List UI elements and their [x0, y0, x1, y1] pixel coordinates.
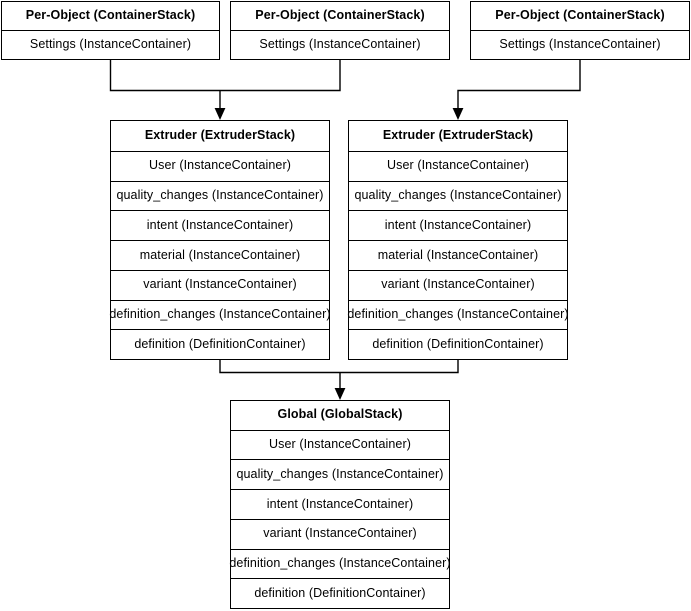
node-row-definition: definition (DefinitionContainer) — [231, 578, 449, 609]
node-row-settings: Settings (InstanceContainer) — [471, 30, 689, 59]
node-row-definition-changes: definition_changes (InstanceContainer) — [347, 299, 569, 330]
node-row-definition: definition (DefinitionContainer) — [111, 329, 329, 359]
node-global[interactable]: Global (GlobalStack) User (InstanceConta… — [229, 400, 451, 609]
node-row-variant: variant (InstanceContainer) — [349, 269, 567, 300]
node-row-variant: variant (InstanceContainer) — [111, 269, 329, 300]
node-row-user: User (InstanceContainer) — [349, 150, 567, 181]
node-per-object-2[interactable]: Per-Object (ContainerStack) Settings (In… — [230, 1, 450, 60]
arrowhead-global — [334, 388, 346, 400]
node-row-material: material (InstanceContainer) — [111, 240, 329, 270]
node-row-quality-changes: quality_changes (InstanceContainer) — [111, 180, 329, 211]
node-header: Per-Object (ContainerStack) — [471, 2, 689, 31]
node-row-definition-changes: definition_changes (InstanceContainer) — [109, 299, 331, 330]
node-header: Global (GlobalStack) — [231, 401, 449, 430]
edge-extruder-2-to-global — [340, 360, 459, 374]
node-row-settings: Settings (InstanceContainer) — [231, 30, 449, 59]
node-row-quality-changes: quality_changes (InstanceContainer) — [231, 459, 449, 490]
node-row-settings: Settings (InstanceContainer) — [2, 30, 219, 59]
node-extruder-2[interactable]: Extruder (ExtruderStack) User (InstanceC… — [347, 120, 569, 360]
node-extruder-1[interactable]: Extruder (ExtruderStack) User (InstanceC… — [109, 120, 331, 360]
node-row-variant: variant (InstanceContainer) — [231, 518, 449, 549]
node-row-definition-changes: definition_changes (InstanceContainer) — [229, 548, 451, 579]
node-header: Extruder (ExtruderStack) — [349, 121, 567, 151]
node-row-user: User (InstanceContainer) — [111, 150, 329, 181]
edge-per-object-2-to-extruder-1 — [220, 60, 341, 92]
arrowhead-extruder-2 — [452, 108, 464, 120]
node-header: Extruder (ExtruderStack) — [111, 121, 329, 151]
edge-extruder-1-to-global — [219, 360, 340, 374]
node-row-intent: intent (InstanceContainer) — [111, 210, 329, 240]
node-row-material: material (InstanceContainer) — [349, 240, 567, 270]
node-per-object-3[interactable]: Per-Object (ContainerStack) Settings (In… — [470, 1, 690, 60]
node-header: Per-Object (ContainerStack) — [231, 2, 449, 31]
node-row-intent: intent (InstanceContainer) — [349, 210, 567, 240]
edge-per-object-1-to-extruder-1 — [109, 60, 220, 92]
arrowhead-extruder-1 — [214, 108, 226, 120]
node-row-intent: intent (InstanceContainer) — [231, 489, 449, 519]
edge-per-object-3-to-extruder-2 — [457, 60, 581, 112]
node-row-definition: definition (DefinitionContainer) — [349, 329, 567, 359]
node-per-object-1[interactable]: Per-Object (ContainerStack) Settings (In… — [1, 1, 220, 60]
node-row-user: User (InstanceContainer) — [231, 429, 449, 460]
node-header: Per-Object (ContainerStack) — [2, 2, 219, 31]
node-row-quality-changes: quality_changes (InstanceContainer) — [349, 180, 567, 211]
